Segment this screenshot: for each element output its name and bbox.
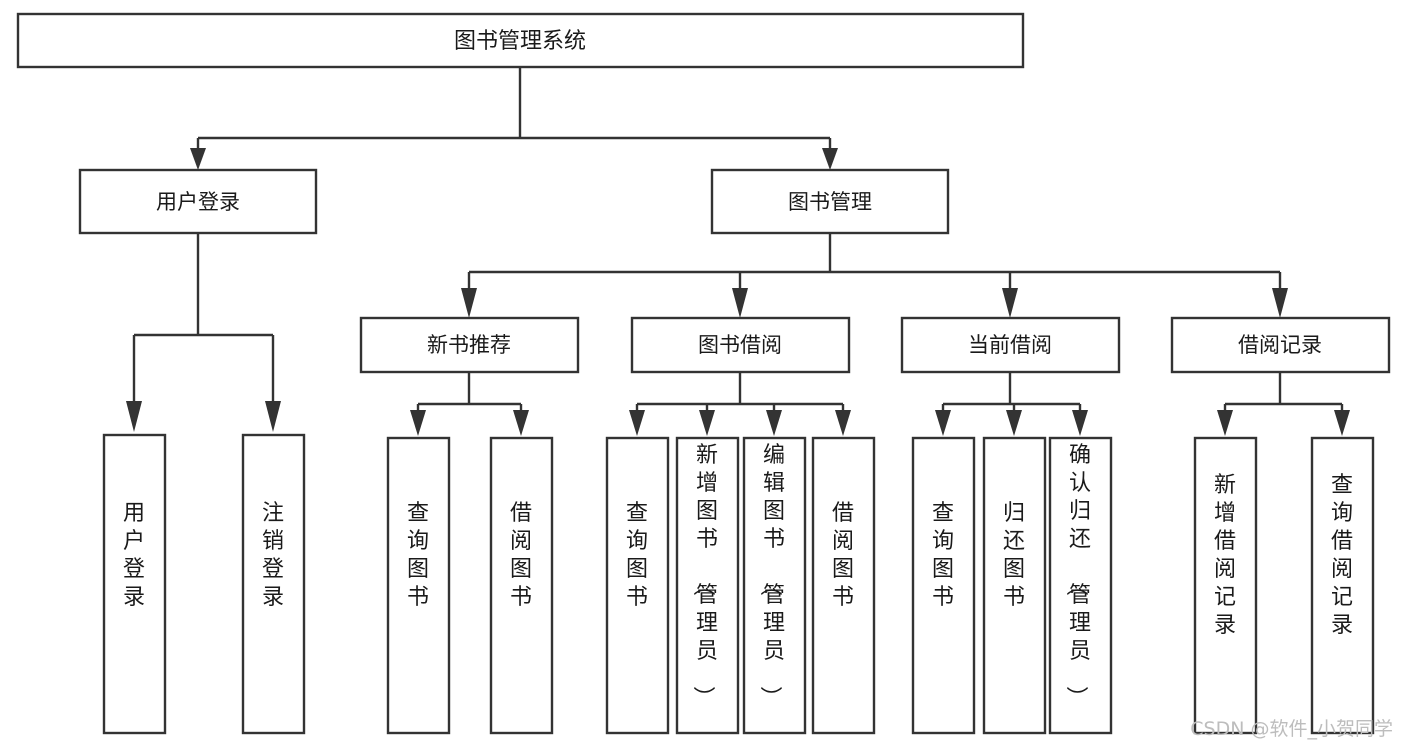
node-borrow-2[interactable]: 新增图书（管理员） [675,436,740,735]
node-bookmgmt-box[interactable] [710,168,950,235]
node-current-1[interactable]: 查询图书 [911,436,976,735]
node-login-label: 用户登录 [156,190,240,214]
node-newbook-1[interactable]: 查询图书 [386,436,451,735]
node-current-3[interactable]: 确认归还（管理员） [1048,436,1113,735]
node-current-label: 当前借阅 [968,333,1052,357]
arrow-root-to-login [190,148,206,170]
node-newbook-1-label: 查询图书 [407,501,429,610]
node-newbook-1-box[interactable] [386,436,451,735]
node-newbook-2[interactable]: 借阅图书 [489,436,554,735]
node-borrow-1-label: 查询图书 [626,501,648,610]
arrow-borrow-to-bo3 [766,410,782,436]
arrow-borrow-to-bo2 [699,410,715,436]
node-borrow-3[interactable]: 编辑图书（管理员） [742,436,807,735]
arrow-newbook-to-nb1 [410,410,426,436]
node-record[interactable]: 借阅记录 [1170,316,1391,374]
node-borrow-3-box[interactable] [742,436,807,735]
arrow-record-to-re1 [1217,410,1233,436]
arrow-borrow-to-bo1 [629,410,645,436]
node-current-1-label: 查询图书 [932,501,954,610]
node-record-label: 借阅记录 [1238,333,1322,357]
node-bookmgmt[interactable]: 图书管理 [710,168,950,235]
node-borrow-4-label: 借阅图书 [832,501,854,610]
node-newbook-box[interactable] [359,316,580,374]
node-borrow-2-label: 新增图书（管理员） [690,443,718,708]
node-root-box[interactable] [16,12,1025,69]
arrow-newbook-to-nb2 [513,410,529,436]
node-login-2[interactable]: 注销登录 [241,433,306,735]
node-login-1-label: 用户登录 [123,501,145,610]
arrow-current-to-cu1 [935,410,951,436]
node-current-2[interactable]: 归还图书 [982,436,1047,735]
node-newbook[interactable]: 新书推荐 [359,316,580,374]
node-record-2-label: 查询借阅记录 [1331,473,1353,638]
node-current-box[interactable] [900,316,1121,374]
arrow-bm-to-borrow [732,288,748,318]
node-borrow-4-box[interactable] [811,436,876,735]
csdn-watermark: CSDN @软件_小贺同学 [1190,718,1393,740]
node-record-2[interactable]: 查询借阅记录 [1310,436,1375,735]
node-login-2-box[interactable] [241,433,306,735]
node-newbook-2-label: 借阅图书 [510,501,532,610]
node-current-2-label: 归还图书 [1003,501,1025,610]
arrow-login-to-login1 [126,401,142,432]
arrow-bm-to-current [1002,288,1018,318]
arrow-login-to-login2 [265,401,281,432]
arrow-bm-to-record [1272,288,1288,318]
node-login-1-box[interactable] [102,433,167,735]
node-record-box[interactable] [1170,316,1391,374]
node-borrow-3-label: 编辑图书（管理员） [757,443,785,708]
node-borrow-2-box[interactable] [675,436,740,735]
node-login-1[interactable]: 用户登录 [102,433,167,735]
node-record-1[interactable]: 新增借阅记录 [1193,436,1258,735]
node-login-box[interactable] [78,168,318,235]
node-record-2-box[interactable] [1310,436,1375,735]
node-current-3-label: 确认归还（管理员） [1063,443,1091,708]
node-current-3-box[interactable] [1048,436,1113,735]
node-borrow-1[interactable]: 查询图书 [605,436,670,735]
node-current-1-box[interactable] [911,436,976,735]
connector-layer [126,67,1350,436]
node-borrow-1-box[interactable] [605,436,670,735]
node-current[interactable]: 当前借阅 [900,316,1121,374]
node-root[interactable]: 图书管理系统 [16,12,1025,69]
node-login-2-label: 注销登录 [262,501,284,610]
arrow-root-to-bookmgmt [822,148,838,170]
node-borrow-label: 图书借阅 [698,333,782,357]
node-login[interactable]: 用户登录 [78,168,318,235]
node-record-1-box[interactable] [1193,436,1258,735]
node-root-label: 图书管理系统 [454,29,586,54]
node-borrow[interactable]: 图书借阅 [630,316,851,374]
node-newbook-label: 新书推荐 [427,333,511,357]
arrow-borrow-to-bo4 [835,410,851,436]
arrow-current-to-cu2 [1006,410,1022,436]
node-borrow-4[interactable]: 借阅图书 [811,436,876,735]
node-record-1-label: 新增借阅记录 [1214,473,1236,638]
arrow-bm-to-newbook [461,288,477,318]
node-current-2-box[interactable] [982,436,1047,735]
arrow-current-to-cu3 [1072,410,1088,436]
node-newbook-2-box[interactable] [489,436,554,735]
node-borrow-box[interactable] [630,316,851,374]
arrow-record-to-re2 [1334,410,1350,436]
node-bookmgmt-label: 图书管理 [788,190,872,214]
